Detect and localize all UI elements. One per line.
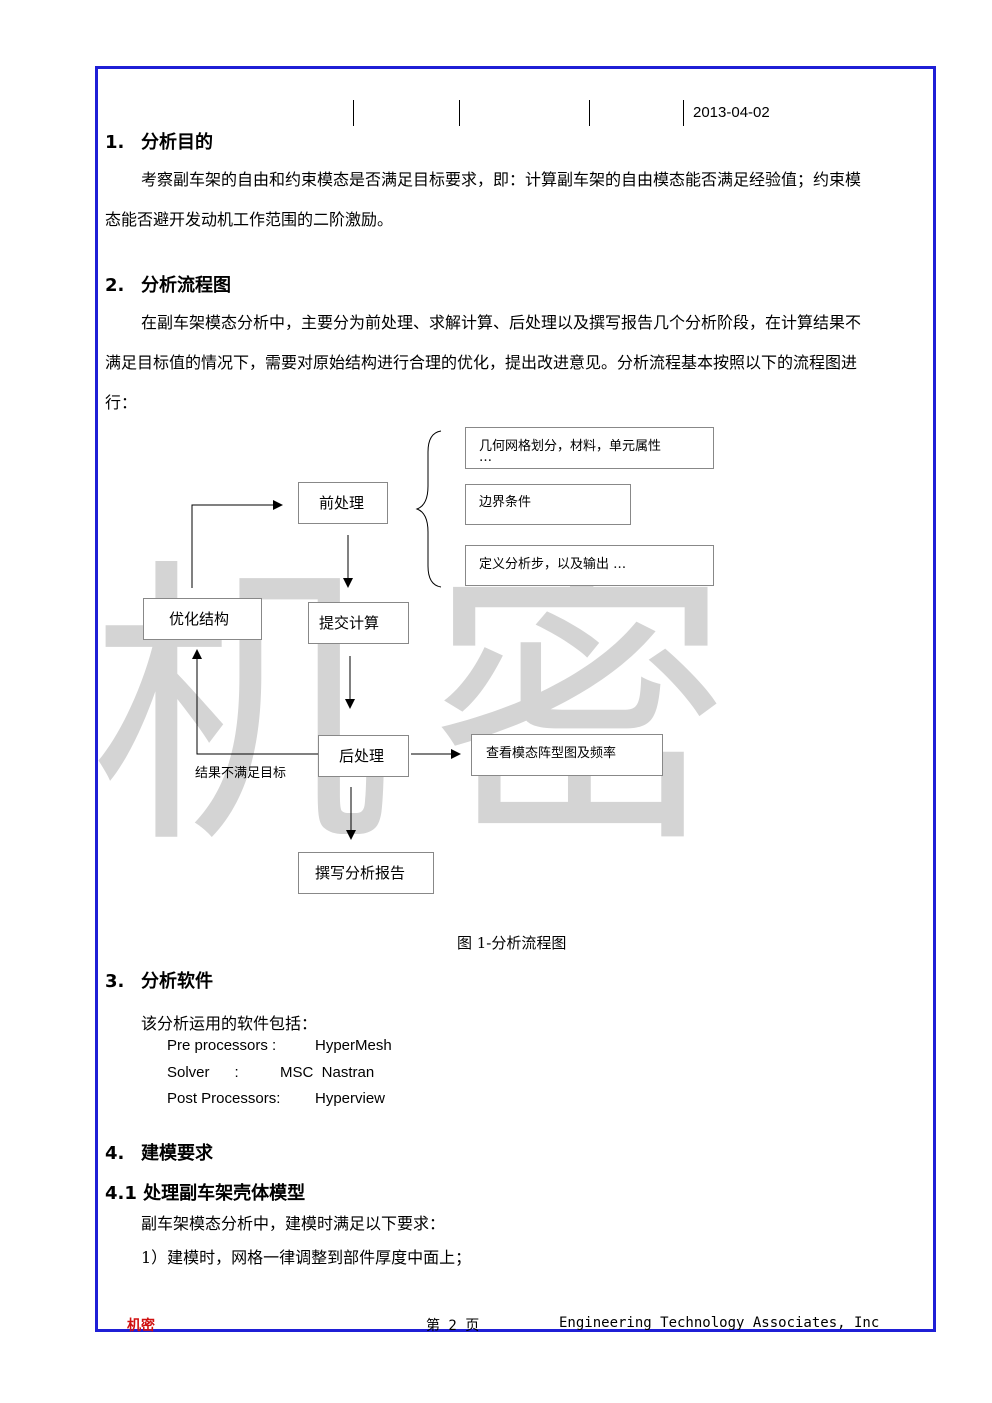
flow-box-label: 提交计算 xyxy=(319,614,380,632)
section-4-heading: 4. 建模要求 xyxy=(105,1139,213,1165)
section-3-intro: 该分析运用的软件包括： xyxy=(141,1014,318,1033)
section-title: 分析目的 xyxy=(141,132,213,153)
section-1-para-line: 考察副车架的自由和约束模态是否满足目标要求，即：计算副车架的自由模态能否满足经验… xyxy=(141,170,862,189)
flow-box-view: 查看模态阵型图及频率 xyxy=(471,734,663,776)
arrow-fail-to-optimize xyxy=(192,649,318,755)
section-2-para-line: 在副车架模态分析中，主要分为前处理、求解计算、后处理以及撰写报告几个分析阶段，在… xyxy=(141,313,862,332)
flow-box-mesh: 几何网格划分，材料，单元属性 … xyxy=(465,427,714,469)
figure-caption: 图 1-分析流程图 xyxy=(457,934,567,952)
subsection-4-1-heading: 4.1 处理副车架壳体模型 xyxy=(105,1183,306,1204)
flow-box-label: 查看模态阵型图及频率 xyxy=(486,746,617,761)
software-label: Pre processors : xyxy=(167,1037,277,1054)
flow-box-label: 定义分析步，以及输出 … xyxy=(479,557,627,572)
section-2-para-line: 行： xyxy=(105,393,138,412)
software-label: Post Processors: xyxy=(167,1090,281,1107)
subsection-4-1-intro: 副车架模态分析中，建模时满足以下要求： xyxy=(141,1214,446,1233)
software-value: Hyperview xyxy=(315,1090,386,1107)
section-title: 建模要求 xyxy=(141,1143,213,1164)
section-2-heading: 2. 分析流程图 xyxy=(105,271,231,297)
section-title: 分析软件 xyxy=(141,971,213,992)
flow-box-optimize: 优化结构 xyxy=(143,598,262,640)
brace xyxy=(415,430,442,588)
section-1-para-line: 态能否避开发动机工作范围的二阶激励。 xyxy=(105,210,394,229)
flow-box-label: 优化结构 xyxy=(169,610,230,628)
flow-box-post: 后处理 xyxy=(318,735,409,777)
header-date: 2013-04-02 xyxy=(693,104,770,121)
flow-box-label-more: … xyxy=(479,450,492,465)
flow-box-label: 撰写分析报告 xyxy=(315,864,406,882)
software-label: Solver : xyxy=(167,1064,239,1081)
header-divider xyxy=(589,100,590,126)
footer-company: Engineering Technology Associates, Inc xyxy=(559,1315,880,1331)
section-number: 4. xyxy=(105,1143,125,1164)
section-3-heading: 3. 分析软件 xyxy=(105,967,213,993)
section-number: 1. xyxy=(105,132,125,153)
software-value: HyperMesh xyxy=(315,1037,392,1054)
header-divider xyxy=(353,100,354,126)
section-2-para-line: 满足目标值的情况下，需要对原始结构进行合理的优化，提出改进意见。分析流程基本按照… xyxy=(105,353,858,372)
section-title: 分析流程图 xyxy=(141,275,231,296)
flow-box-label: 前处理 xyxy=(319,494,365,512)
header-divider xyxy=(459,100,460,126)
flow-fail-label: 结果不满足目标 xyxy=(195,766,287,781)
section-number: 3. xyxy=(105,971,125,992)
flow-box-label: 边界条件 xyxy=(479,495,532,510)
flow-box-label: 几何网格划分，材料，单元属性 xyxy=(479,439,662,454)
footer-page-number: 第 2 页 xyxy=(426,1318,480,1334)
header-divider xyxy=(683,100,684,126)
flow-box-label: 后处理 xyxy=(339,747,385,765)
software-value: MSC Nastran xyxy=(280,1064,375,1081)
flow-box-report: 撰写分析报告 xyxy=(298,852,434,894)
section-number: 2. xyxy=(105,275,125,296)
flow-box-submit: 提交计算 xyxy=(308,602,409,644)
page-border xyxy=(95,66,936,1332)
footer-confidential: 机密 xyxy=(127,1318,155,1334)
flow-box-boundary: 边界条件 xyxy=(465,484,631,525)
flow-box-pre: 前处理 xyxy=(298,482,388,524)
arrow-optimize-to-pre xyxy=(191,500,283,588)
subsection-4-1-item: 1）建模时，网格一律调整到部件厚度中面上； xyxy=(141,1248,472,1267)
section-1-heading: 1. 分析目的 xyxy=(105,128,213,154)
flow-box-steps: 定义分析步，以及输出 … xyxy=(465,545,714,586)
